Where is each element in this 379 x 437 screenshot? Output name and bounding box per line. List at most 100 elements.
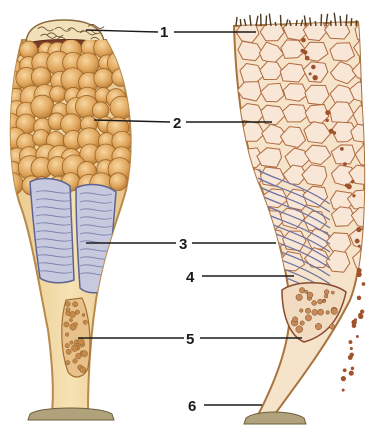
label-4: 4: [186, 269, 195, 286]
wall-speckle: [345, 183, 349, 187]
cell: [236, 250, 259, 271]
granule: [0, 173, 23, 196]
label-3: 3: [179, 236, 187, 253]
wall-speckle: [358, 314, 363, 319]
left-base: [28, 408, 114, 420]
chamber-dot: [318, 309, 324, 315]
wall-speckle: [355, 239, 360, 244]
wall-speckle: [350, 347, 353, 350]
left-structure: [0, 20, 132, 420]
chamber-dot: [323, 300, 326, 303]
chamber-dot: [296, 294, 302, 300]
inclusion-dot: [66, 308, 70, 312]
wall-speckle: [349, 340, 353, 344]
granule: [31, 67, 51, 87]
wall-speckle: [349, 371, 354, 376]
wall-speckle: [343, 368, 347, 372]
chamber-dot: [331, 291, 334, 294]
inclusion-dot: [80, 367, 86, 373]
chamber-dot: [324, 294, 328, 298]
label-1: 1: [160, 24, 168, 41]
inclusion-dot: [65, 333, 69, 337]
chamber-dot: [300, 321, 304, 325]
cell: [237, 209, 260, 227]
granule: [31, 95, 54, 118]
chamber-dot: [296, 326, 303, 333]
fringe-hair: [351, 18, 352, 26]
inclusion-dot: [70, 341, 73, 344]
granule: [92, 102, 109, 119]
inclusion-dot: [71, 345, 77, 351]
wall-speckle: [300, 49, 304, 53]
chamber-dot: [312, 301, 317, 306]
callout-labels: 1 2 3 4 5 6: [160, 24, 196, 415]
inclusion-dot: [83, 320, 87, 324]
fringe-hair: [321, 14, 322, 26]
wall-speckle: [351, 180, 354, 183]
label-2: 2: [173, 115, 181, 132]
label-6: 6: [188, 398, 196, 415]
fringe-hair: [240, 19, 241, 26]
inclusion-dot: [81, 351, 87, 357]
inclusion-dot: [75, 310, 79, 314]
wall-speckle: [357, 296, 361, 300]
granule: [94, 69, 114, 89]
wall-speckle: [356, 335, 359, 338]
cell: [305, 105, 329, 124]
chamber-dot: [324, 290, 329, 295]
chamber-dot: [331, 308, 337, 314]
inclusion-dot: [74, 322, 78, 326]
wall-speckle: [311, 65, 316, 70]
inclusion-dot: [69, 311, 75, 317]
wall-speckle: [348, 355, 353, 360]
chamber-dot: [292, 317, 297, 322]
chamber-dot: [307, 292, 313, 298]
wall-speckle: [358, 245, 361, 248]
inclusion-dot: [82, 314, 85, 317]
wall-speckle: [351, 367, 354, 370]
wall-speckle: [356, 272, 361, 277]
wall-speckle: [340, 147, 344, 151]
wall-speckle: [341, 376, 346, 381]
inclusion-dot: [65, 302, 70, 307]
fringe-hair: [275, 22, 276, 26]
wall-speckle: [342, 389, 345, 392]
inclusion-dot: [73, 359, 78, 364]
fringe-hair: [250, 15, 251, 26]
chamber-dot: [329, 324, 334, 329]
chamber-dot: [315, 323, 321, 329]
label-5: 5: [186, 331, 194, 348]
wall-speckle: [362, 282, 366, 286]
cell: [235, 230, 260, 250]
wall-speckle: [305, 56, 310, 61]
inclusion-dot: [73, 302, 78, 307]
inclusion-dot: [64, 322, 69, 327]
right-base: [244, 412, 306, 424]
fringe-hair: [315, 21, 316, 26]
inclusion-dot: [69, 318, 72, 321]
wall-speckle: [360, 310, 364, 314]
granule: [109, 173, 127, 191]
wall-speckle: [325, 110, 330, 115]
fringe-hair: [356, 20, 357, 26]
fringe-hair: [236, 17, 237, 26]
chamber-dot: [312, 309, 318, 315]
right-structure: [234, 13, 379, 424]
fringe-hair: [280, 15, 281, 26]
wall-speckle: [343, 162, 347, 166]
wall-speckle: [312, 75, 317, 80]
chamber-dot: [305, 315, 311, 321]
fringe-hair: [340, 16, 341, 26]
chamber-dot: [299, 309, 303, 313]
wall-speckle: [309, 72, 312, 75]
wall-speckle: [351, 320, 356, 325]
inclusion-dot: [78, 338, 84, 344]
chamber-dot: [299, 288, 305, 294]
wall-speckle: [333, 131, 336, 134]
inclusion-dot: [65, 343, 69, 347]
granule: [50, 86, 66, 102]
wall-speckle: [352, 194, 355, 197]
fringe-hair: [346, 14, 347, 26]
